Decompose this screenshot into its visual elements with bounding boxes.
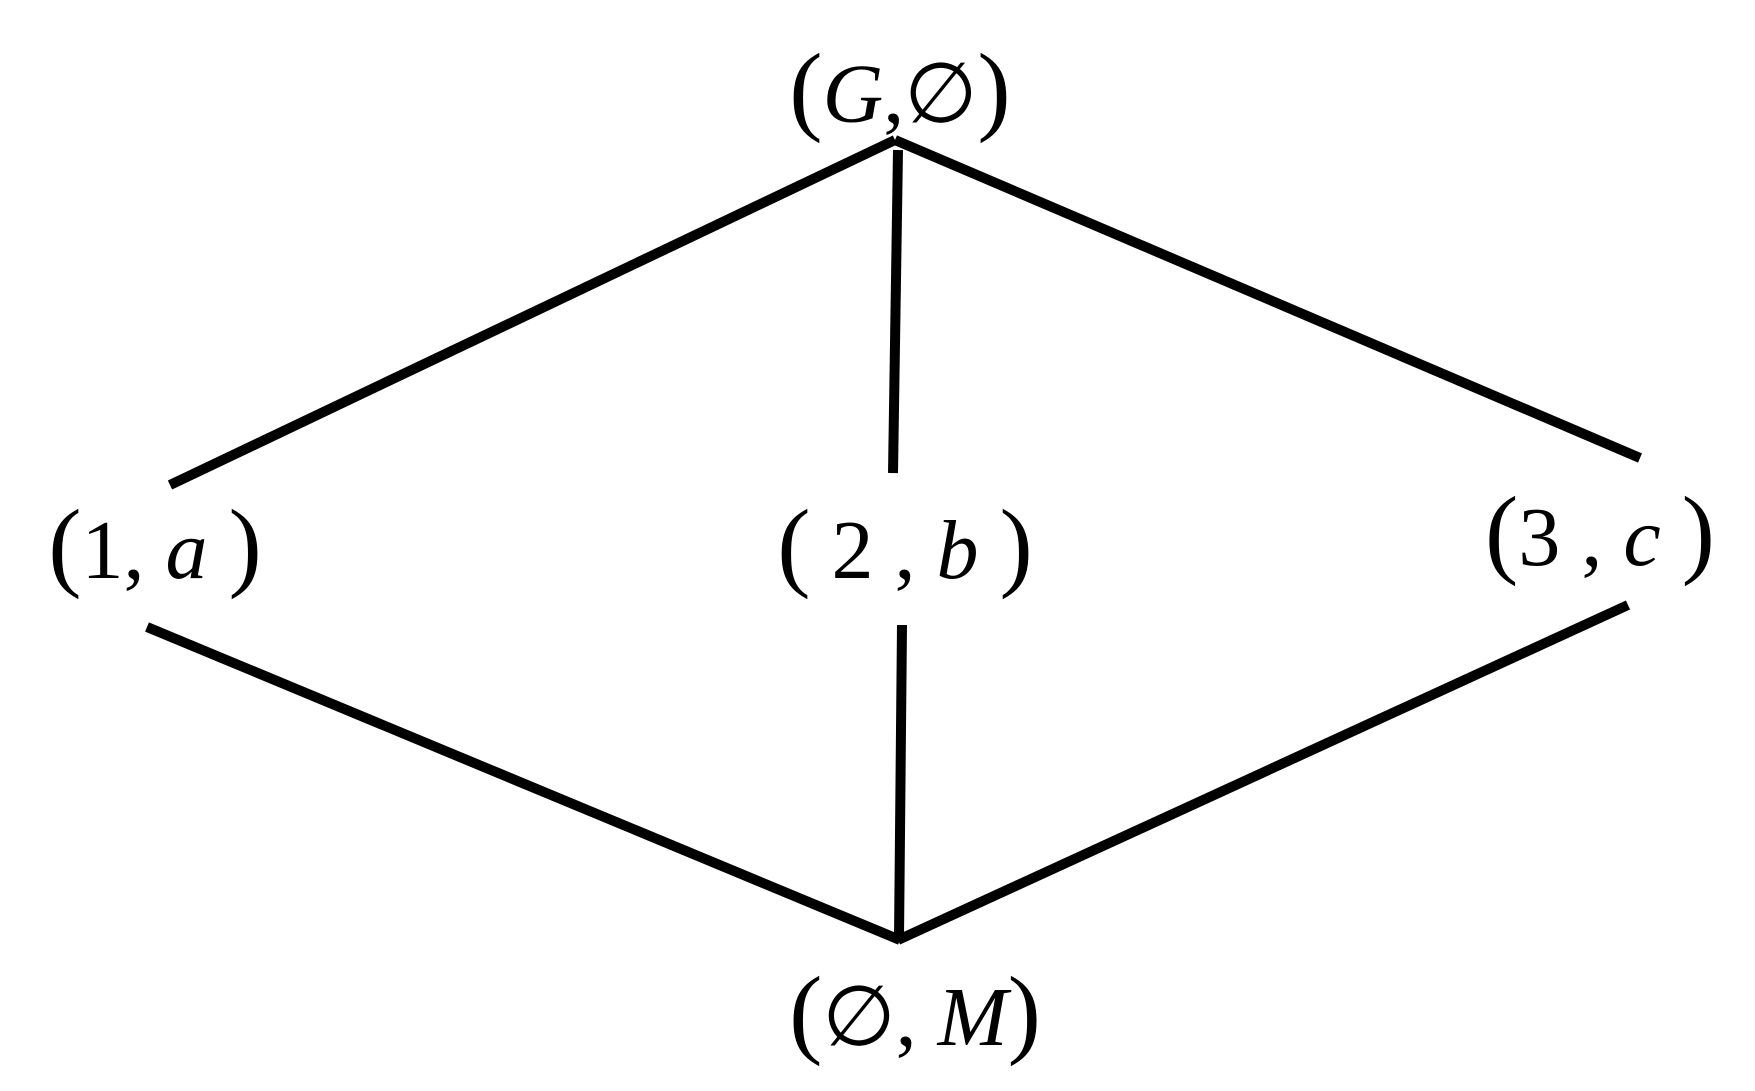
node3-close: ) [1682, 476, 1715, 587]
edge-node2-bottom [894, 624, 907, 939]
svg-text:(1, a ): (1, a ) [48, 489, 262, 600]
node3-sep: , [1581, 491, 1602, 584]
node-top-label: (G,∅) [789, 33, 1010, 144]
svg-text:(G,∅): (G,∅) [789, 33, 1010, 144]
node-top-sep: , [883, 48, 904, 141]
node-bottom-close: ) [1008, 956, 1041, 1067]
edge-node3-bottom [895, 600, 1631, 945]
node-bottom-open: ( [789, 956, 822, 1067]
node-top-second: ∅ [904, 48, 977, 141]
svg-text:( 2 , b ): ( 2 , b ) [777, 489, 1033, 600]
node3-label: (3 , c ) [1485, 476, 1715, 587]
node1-label: (1, a ) [48, 489, 262, 600]
node3-open: ( [1485, 476, 1518, 587]
node2-close: ) [1000, 489, 1033, 600]
node1-close: ) [229, 489, 262, 600]
node2-label: ( 2 , b ) [777, 489, 1033, 600]
node2-open: ( [777, 489, 810, 600]
edge-top-node2 [888, 149, 903, 474]
node-bottom-sep: , [896, 971, 917, 1064]
svg-text:(∅, M): (∅, M) [789, 956, 1041, 1067]
node-top-close: ) [977, 33, 1010, 144]
node1-first: 1 [82, 504, 124, 597]
node2-second: b [937, 504, 979, 597]
node-top-open: ( [789, 33, 822, 144]
edge-top-node1 [167, 135, 898, 490]
node2-sep: , [895, 504, 916, 597]
node-bottom-label: (∅, M) [789, 956, 1041, 1067]
node1-second: a [166, 504, 208, 597]
node1-open: ( [48, 489, 81, 600]
svg-text:(3 , c ): (3 , c ) [1485, 476, 1715, 587]
node-top-first: G [823, 48, 884, 141]
node-bottom-second: M [937, 971, 1012, 1064]
node3-second: c [1623, 491, 1660, 584]
edges [145, 135, 1642, 945]
node-bottom-first: ∅ [822, 971, 895, 1064]
edge-top-node3 [893, 135, 1642, 463]
node3-first: 3 [1518, 491, 1560, 584]
node1-sep: , [124, 504, 145, 597]
node2-first: 2 [832, 504, 874, 597]
edge-node1-bottom [145, 622, 902, 945]
